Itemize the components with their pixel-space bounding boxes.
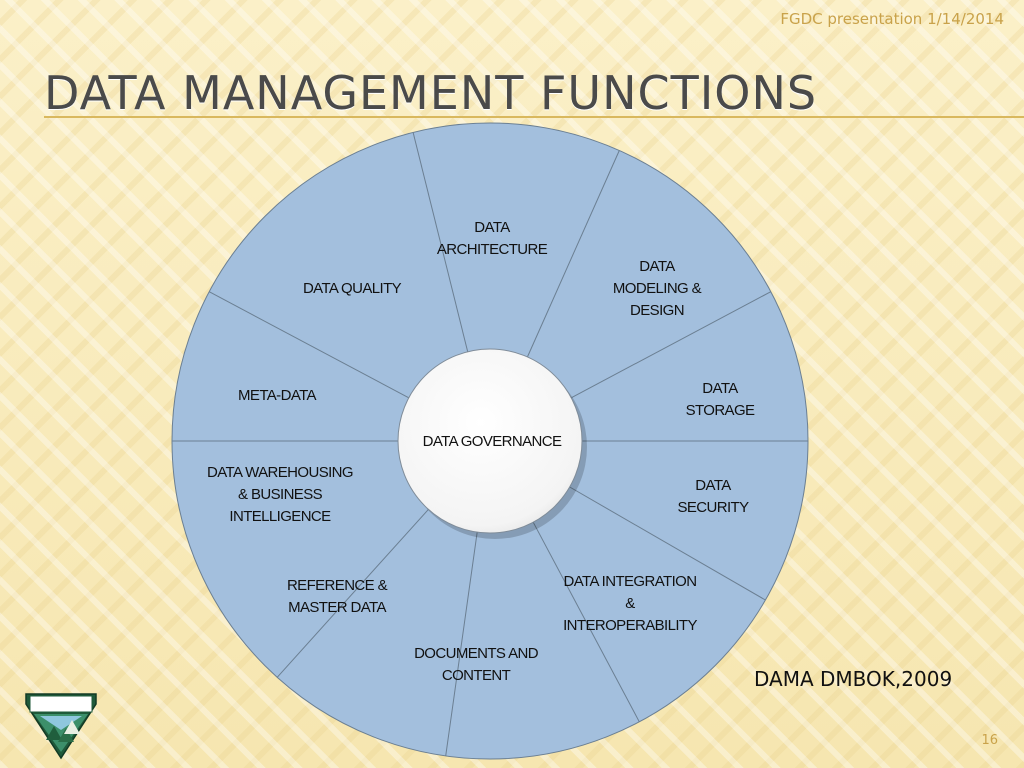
segment-divider-6 (532, 521, 640, 723)
segment-label-data-modeling-design: DATA MODELING & DESIGN (613, 258, 702, 319)
segment-label-line: DOCUMENTS AND (414, 645, 539, 662)
slide-title: DATA MANAGEMENT FUNCTIONS (44, 66, 818, 120)
segment-divider-2 (526, 150, 620, 358)
segment-label-data-security: DATA SECURITY (677, 477, 749, 516)
segment-label-meta-data: META-DATA (238, 387, 317, 404)
segment-label-data-storage: DATA STORAGE (686, 380, 755, 419)
segment-label-line: DATA INTEGRATION (564, 573, 697, 590)
segment-label-line: ARCHITECTURE (437, 241, 548, 258)
segment-label-data-architecture: DATA ARCHITECTURE (437, 219, 548, 258)
segment-divider-1 (412, 132, 469, 352)
segment-divider-7 (445, 532, 478, 756)
segment-label-data-warehousing: DATA WAREHOUSING & BUSINESS INTELLIGENCE (207, 464, 353, 525)
hub-label: DATA GOVERNANCE (423, 433, 562, 450)
segment-label-line: & (625, 595, 635, 612)
segment-divider-8 (276, 509, 429, 678)
header-note: FGDC presentation 1/14/2014 (780, 10, 1004, 28)
segment-divider-5 (569, 486, 766, 601)
segment-label-reference-master-data: REFERENCE & MASTER DATA (287, 577, 388, 616)
segment-label-line: DATA QUALITY (303, 280, 402, 297)
segment-label-line: INTEROPERABILITY (563, 617, 697, 634)
segment-label-data-integration: DATA INTEGRATION & INTEROPERABILITY (563, 573, 697, 634)
citation: DAMA DMBOK,2009 (754, 667, 953, 691)
segment-label-line: MASTER DATA (288, 599, 386, 616)
segment-label-line: REFERENCE & (287, 577, 388, 594)
segment-label-line: DATA (639, 258, 675, 275)
segment-label-line: DATA WAREHOUSING (207, 464, 353, 481)
segment-label-line: CONTENT (442, 667, 511, 684)
segment-divider-3 (570, 291, 772, 399)
segment-label-line: DATA (695, 477, 731, 494)
segment-label-line: STORAGE (686, 402, 755, 419)
segment-label-documents-content: DOCUMENTS AND CONTENT (414, 645, 539, 684)
segment-label-line: DATA (474, 219, 510, 236)
segment-label-line: & BUSINESS (238, 486, 323, 503)
page-number: 16 (981, 733, 998, 748)
segment-label-line: INTELLIGENCE (229, 508, 331, 525)
data-governance-hub (397, 348, 583, 534)
segment-label-line: SECURITY (677, 499, 749, 516)
segment-label-line: DESIGN (630, 302, 684, 319)
blm-logo (25, 693, 97, 760)
segment-label-line: META-DATA (238, 387, 317, 404)
segment-label-line: DATA (702, 380, 738, 397)
title-divider (44, 116, 1024, 118)
segment-label-data-quality: DATA QUALITY (303, 280, 402, 297)
segment-divider-10 (208, 291, 410, 399)
segment-label-line: MODELING & (613, 280, 702, 297)
